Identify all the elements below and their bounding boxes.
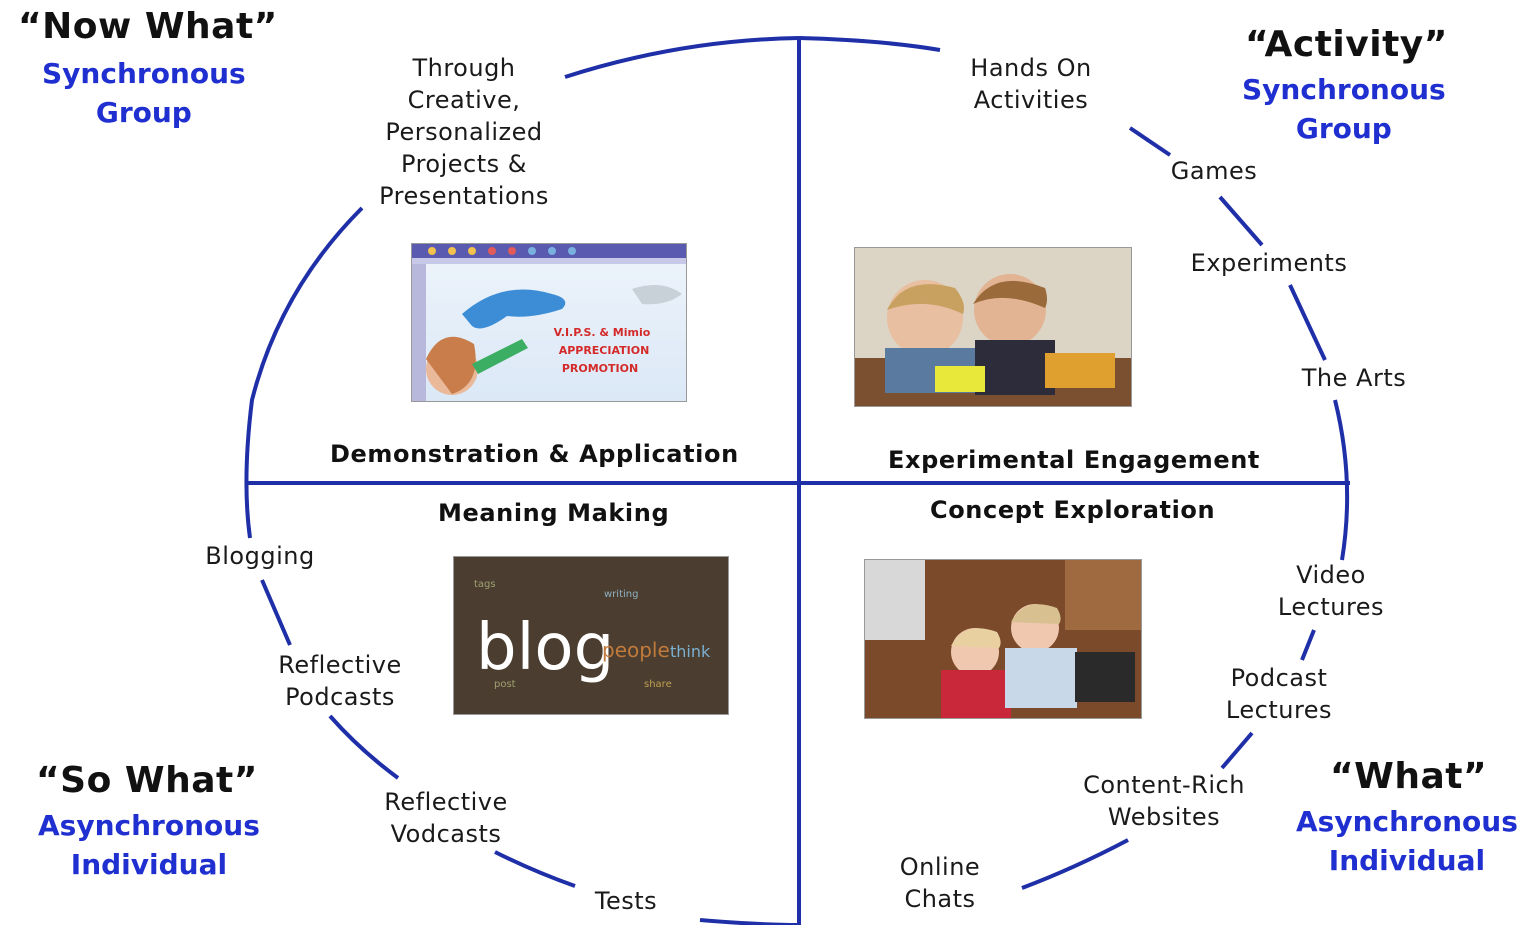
subtitle-so-what: Asynchronous Individual: [38, 806, 260, 884]
caption-line: V.I.P.S. & Mimio: [554, 326, 651, 339]
title-so-what: “So What”: [36, 760, 258, 801]
arc-left-1: [494, 850, 576, 888]
subtitle-now-what: Synchronous Group: [42, 54, 246, 132]
label-hands-on-activities: Hands On Activities: [956, 52, 1106, 116]
arc-left-3: [260, 579, 292, 646]
subtitle-line: Synchronous: [42, 57, 246, 90]
cloud-word: think: [670, 642, 711, 661]
title-activity: “Activity”: [1245, 24, 1448, 65]
subtitle-line: Individual: [1328, 844, 1486, 877]
label-blogging: Blogging: [205, 542, 315, 570]
label-line: Activities: [973, 86, 1089, 114]
circle-outline: [244, 36, 1350, 925]
label-line: Presentations: [379, 182, 549, 210]
label-line: Podcast: [1230, 664, 1328, 692]
subtitle-activity: Synchronous Group: [1242, 70, 1446, 148]
label-line: Projects &: [401, 150, 527, 178]
label-line: Content-Rich: [1083, 771, 1245, 799]
cloud-word: people: [602, 638, 670, 662]
arc-top-left: [564, 36, 800, 79]
arc-right-6: [1220, 731, 1254, 770]
subtitle-line: Individual: [70, 848, 228, 881]
label-the-arts: The Arts: [1301, 364, 1407, 392]
children-computer-photo: [864, 559, 1142, 719]
label-line: Personalized: [385, 118, 543, 146]
label-video-lectures: Video Lectures: [1264, 559, 1398, 623]
subtitle-line: Asynchronous: [38, 809, 260, 842]
cloud-word: tags: [474, 579, 496, 590]
subtitle-line: Group: [95, 96, 192, 129]
label-line: Video: [1296, 561, 1366, 589]
presentation-illustration: V.I.P.S. & Mimio APPRECIATION PROMOTION: [412, 244, 686, 401]
word-cloud-illustration: tags writing post share blog people thin…: [454, 557, 728, 714]
label-line: Lectures: [1225, 696, 1333, 724]
label-tests: Tests: [594, 887, 658, 915]
arc-left-2: [328, 714, 400, 780]
label-line: Reflective: [384, 788, 508, 816]
title-now-what: “Now What”: [18, 6, 278, 47]
label-meaning-making: Meaning Making: [438, 499, 670, 527]
caption-line: APPRECIATION: [559, 344, 650, 357]
cloud-main-word: blog: [476, 611, 614, 685]
label-line: Reflective: [278, 651, 402, 679]
cloud-word: share: [644, 679, 672, 690]
label-experimental-engagement: Experimental Engagement: [888, 446, 1260, 474]
label-creative-projects: Through Creative, Personalized Projects …: [364, 52, 564, 212]
arc-right-3: [1288, 284, 1327, 361]
arc-right-1: [1128, 126, 1172, 157]
arc-bottom: [699, 918, 800, 925]
toddlers-illustration: [855, 248, 1131, 406]
blog-word-cloud-image: tags writing post share blog people thin…: [453, 556, 729, 715]
subtitle-what: Asynchronous Individual: [1296, 802, 1518, 880]
subtitle-line: Asynchronous: [1296, 805, 1518, 838]
cloud-word: writing: [604, 589, 638, 600]
label-line: Chats: [904, 885, 976, 913]
label-experiments: Experiments: [1190, 249, 1348, 277]
label-line: Hands On: [970, 54, 1092, 82]
arc-right-2: [1218, 195, 1264, 247]
label-line: Creative,: [407, 86, 521, 114]
children-illustration: [865, 560, 1141, 718]
cloud-word: post: [494, 679, 516, 690]
title-what: “What”: [1330, 756, 1488, 797]
subtitle-line: Synchronous: [1242, 73, 1446, 106]
arc-right-5: [1300, 629, 1316, 661]
arc-right-7: [1021, 838, 1129, 890]
label-demonstration-application: Demonstration & Application: [330, 440, 739, 468]
label-reflective-vodcasts: Reflective Vodcasts: [364, 786, 528, 850]
label-podcast-lectures: Podcast Lectures: [1212, 662, 1346, 726]
label-concept-exploration: Concept Exploration: [930, 496, 1216, 524]
label-line: Online: [899, 853, 981, 881]
label-reflective-podcasts: Reflective Podcasts: [260, 649, 420, 713]
label-online-chats: Online Chats: [884, 851, 996, 915]
label-line: Lectures: [1277, 593, 1385, 621]
toddlers-playing-photo: [854, 247, 1132, 407]
arc-top-right: [798, 36, 941, 52]
arc-right-4: [1333, 399, 1350, 561]
presentation-image: V.I.P.S. & Mimio APPRECIATION PROMOTION: [411, 243, 687, 402]
caption-line: PROMOTION: [562, 362, 638, 375]
subtitle-line: Group: [1295, 112, 1392, 145]
label-line: Podcasts: [285, 683, 395, 711]
label-content-rich-websites: Content-Rich Websites: [1066, 769, 1262, 833]
label-line: Through: [412, 54, 516, 82]
label-line: Websites: [1107, 803, 1221, 831]
label-games: Games: [1170, 157, 1258, 185]
label-line: Vodcasts: [390, 820, 502, 848]
arc-left-4: [244, 206, 364, 539]
